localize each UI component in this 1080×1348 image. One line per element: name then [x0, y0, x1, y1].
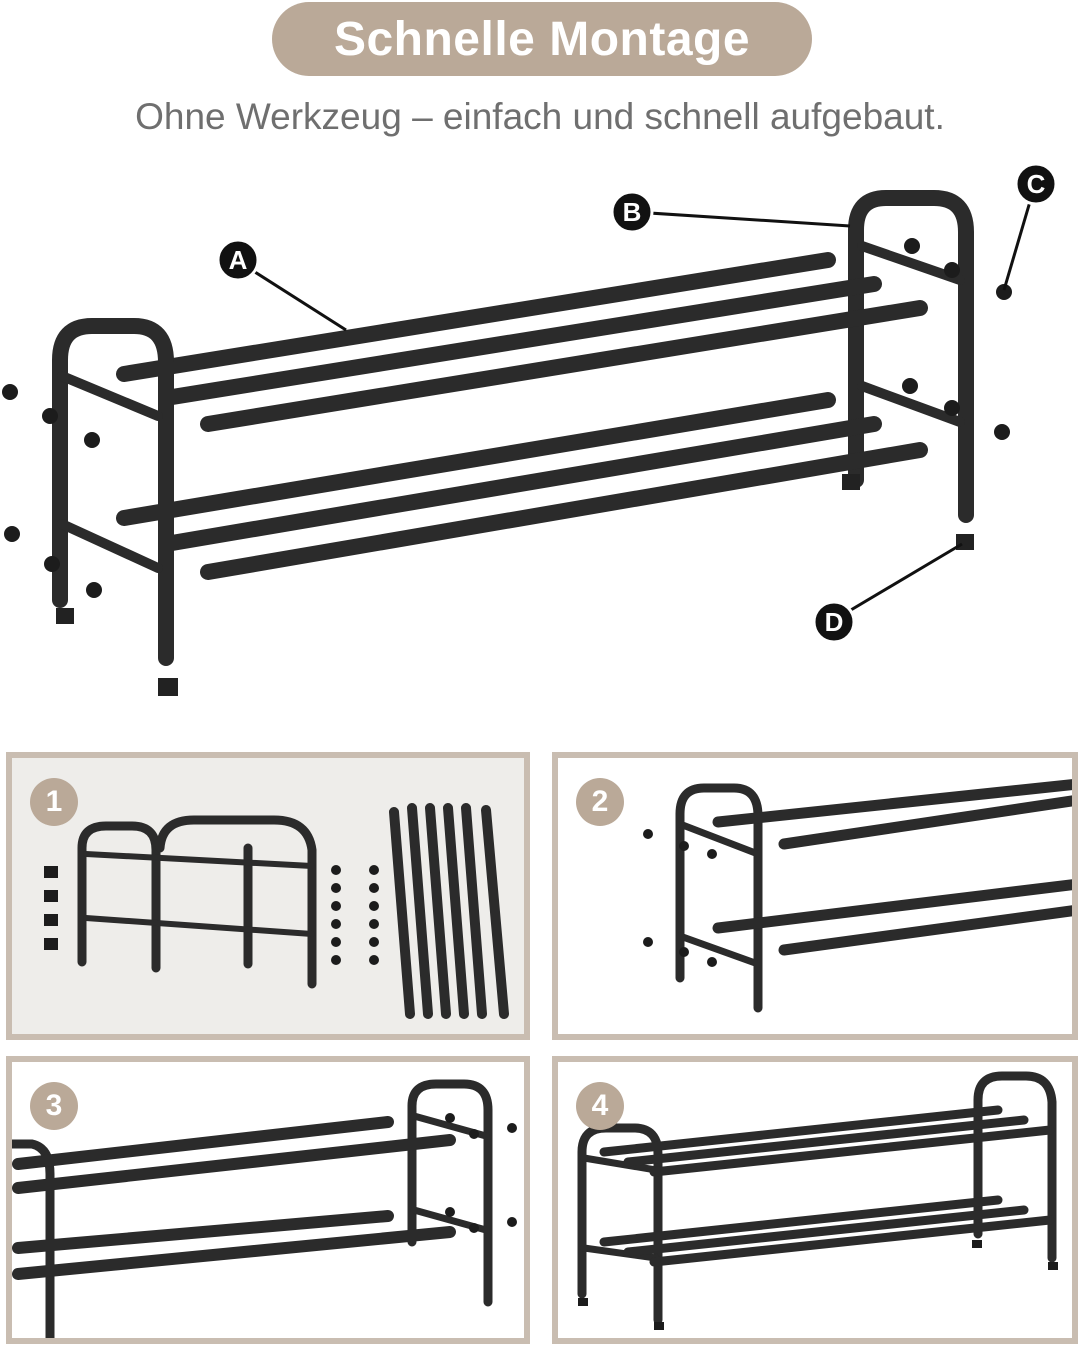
- step-3-illustration: [12, 1079, 517, 1338]
- svg-text:C: C: [1027, 169, 1046, 199]
- label-c: C: [1014, 162, 1058, 206]
- lower-rods: [116, 392, 928, 580]
- svg-text:A: A: [229, 245, 248, 275]
- step-3-panel: 3: [6, 1056, 530, 1344]
- step-2-illustration: [643, 779, 1072, 1013]
- foot-cap: [56, 608, 74, 624]
- svg-text:B: B: [623, 197, 642, 227]
- step-number-4: 4: [576, 1082, 624, 1130]
- title-badge: Schnelle Montage: [272, 2, 812, 76]
- label-a: A: [216, 238, 260, 282]
- label-b: B: [610, 190, 654, 234]
- step-4-panel: 4: [552, 1056, 1078, 1344]
- left-frame: [52, 318, 974, 696]
- step-1-panel: 1: [6, 752, 530, 1040]
- assembly-diagram: A B C D: [2, 162, 1058, 696]
- page-title: Schnelle Montage: [333, 12, 751, 66]
- step-number-2: 2: [576, 778, 624, 826]
- foot-cap: [842, 474, 860, 490]
- upper-rods: [116, 252, 928, 432]
- knob-screws: [2, 238, 1012, 598]
- right-frame: [842, 190, 974, 523]
- foot-cap: [158, 678, 178, 696]
- step-2-panel: 2: [552, 752, 1078, 1040]
- label-d: D: [812, 600, 856, 644]
- step-number-1: 1: [30, 778, 78, 826]
- step-4-illustration: [577, 1071, 1058, 1330]
- step-number-3: 3: [30, 1082, 78, 1130]
- parts-illustration: [44, 803, 509, 1019]
- page-subtitle: Ohne Werkzeug – einfach und schnell aufg…: [135, 96, 945, 137]
- svg-text:D: D: [825, 607, 844, 637]
